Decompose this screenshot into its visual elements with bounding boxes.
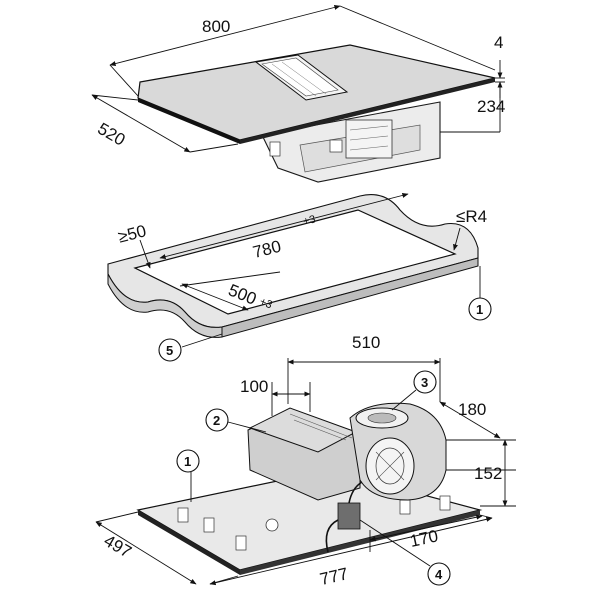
svg-text:3: 3 [421, 375, 428, 390]
connection-box [337, 502, 361, 530]
callout-4 [427, 562, 451, 586]
callout-1-base [176, 449, 200, 473]
svg-text:2: 2 [213, 413, 220, 428]
hob-top-view: 800 520 4 234 [91, 4, 505, 183]
dim-corner-radius: ≤R4 [456, 207, 487, 226]
dim-min-edge: ≥50 [116, 221, 148, 246]
dim-base-depth: 497 [101, 531, 135, 562]
svg-text:1: 1 [184, 454, 191, 469]
dim-hob-width: 800 [202, 17, 230, 36]
dim-fan-offset: 510 [352, 333, 380, 352]
dim-fan-height: 152 [474, 464, 502, 483]
dim-fan-depth: 180 [458, 400, 486, 419]
callout-1-worktop [468, 297, 492, 321]
dim-hob-depth: 520 [94, 119, 128, 150]
svg-text:5: 5 [166, 343, 173, 358]
electronics-box [345, 119, 393, 159]
dim-cutout-depth-tol: +3 [258, 296, 274, 312]
worktop-cutout: 780 +3 500 +3 ≥50 ≤R4 1 5 [107, 192, 492, 362]
callout-5 [158, 338, 182, 362]
svg-text:4: 4 [435, 567, 443, 582]
dim-base-width: 777 [318, 564, 350, 589]
dim-cutout-width-tol: +3 [302, 213, 317, 228]
dim-glass-thickness: 4 [494, 33, 503, 52]
dim-total-height: 234 [477, 97, 505, 116]
callout-3 [413, 370, 437, 394]
callout-2 [205, 408, 229, 432]
dim-fan-left: 100 [240, 377, 268, 396]
hob-underside-view: 510 100 180 152 170 777 497 1 2 [95, 333, 516, 589]
svg-text:1: 1 [476, 302, 483, 317]
